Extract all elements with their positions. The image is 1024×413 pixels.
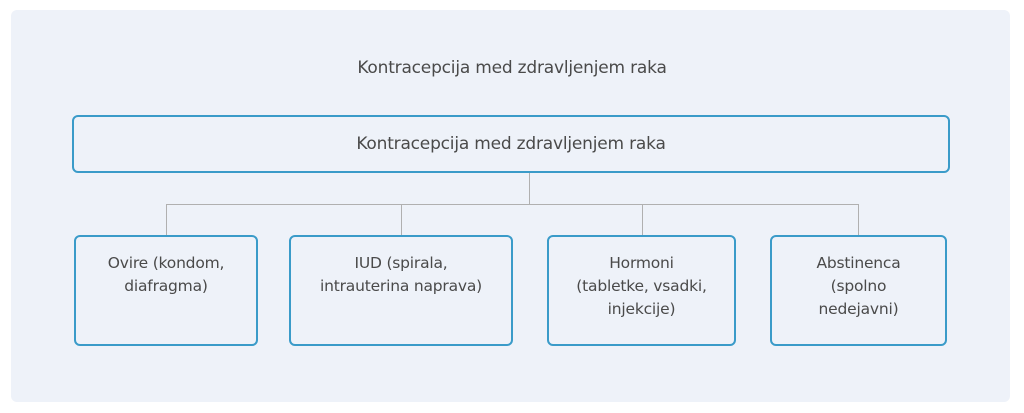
child-node-line: intrauterina naprava) (320, 277, 482, 295)
diagram-title: Kontracepcija med zdravljenjem raka (357, 58, 667, 78)
root-node: Kontracepcija med zdravljenjem raka (72, 115, 950, 173)
child-node-line: (tabletke, vsadki, (576, 277, 707, 295)
child-node-line: nedejavni) (818, 300, 899, 318)
child-node-line: (spolno (830, 277, 887, 295)
connector-horizontal (166, 204, 859, 205)
child-node-line: injekcije) (607, 300, 676, 318)
connector-child-1 (166, 204, 167, 235)
child-node-hormones: Hormoni (tabletke, vsadki, injekcije) (547, 235, 736, 346)
child-node-abstinence: Abstinenca (spolno nedejavni) (770, 235, 947, 346)
connector-root-down (529, 173, 530, 204)
child-node-line: diafragma) (124, 277, 208, 295)
connector-child-2 (401, 204, 402, 235)
connector-child-4 (858, 204, 859, 235)
connector-child-3 (642, 204, 643, 235)
child-node-line: IUD (spirala, (354, 254, 448, 272)
root-node-label: Kontracepcija med zdravljenjem raka (356, 134, 666, 154)
child-node-barriers: Ovire (kondom, diafragma) (74, 235, 258, 346)
child-node-line: Hormoni (609, 254, 674, 272)
child-node-iud: IUD (spirala, intrauterina naprava) (289, 235, 513, 346)
child-node-line: Abstinenca (816, 254, 901, 272)
child-node-line: Ovire (kondom, (107, 254, 225, 272)
